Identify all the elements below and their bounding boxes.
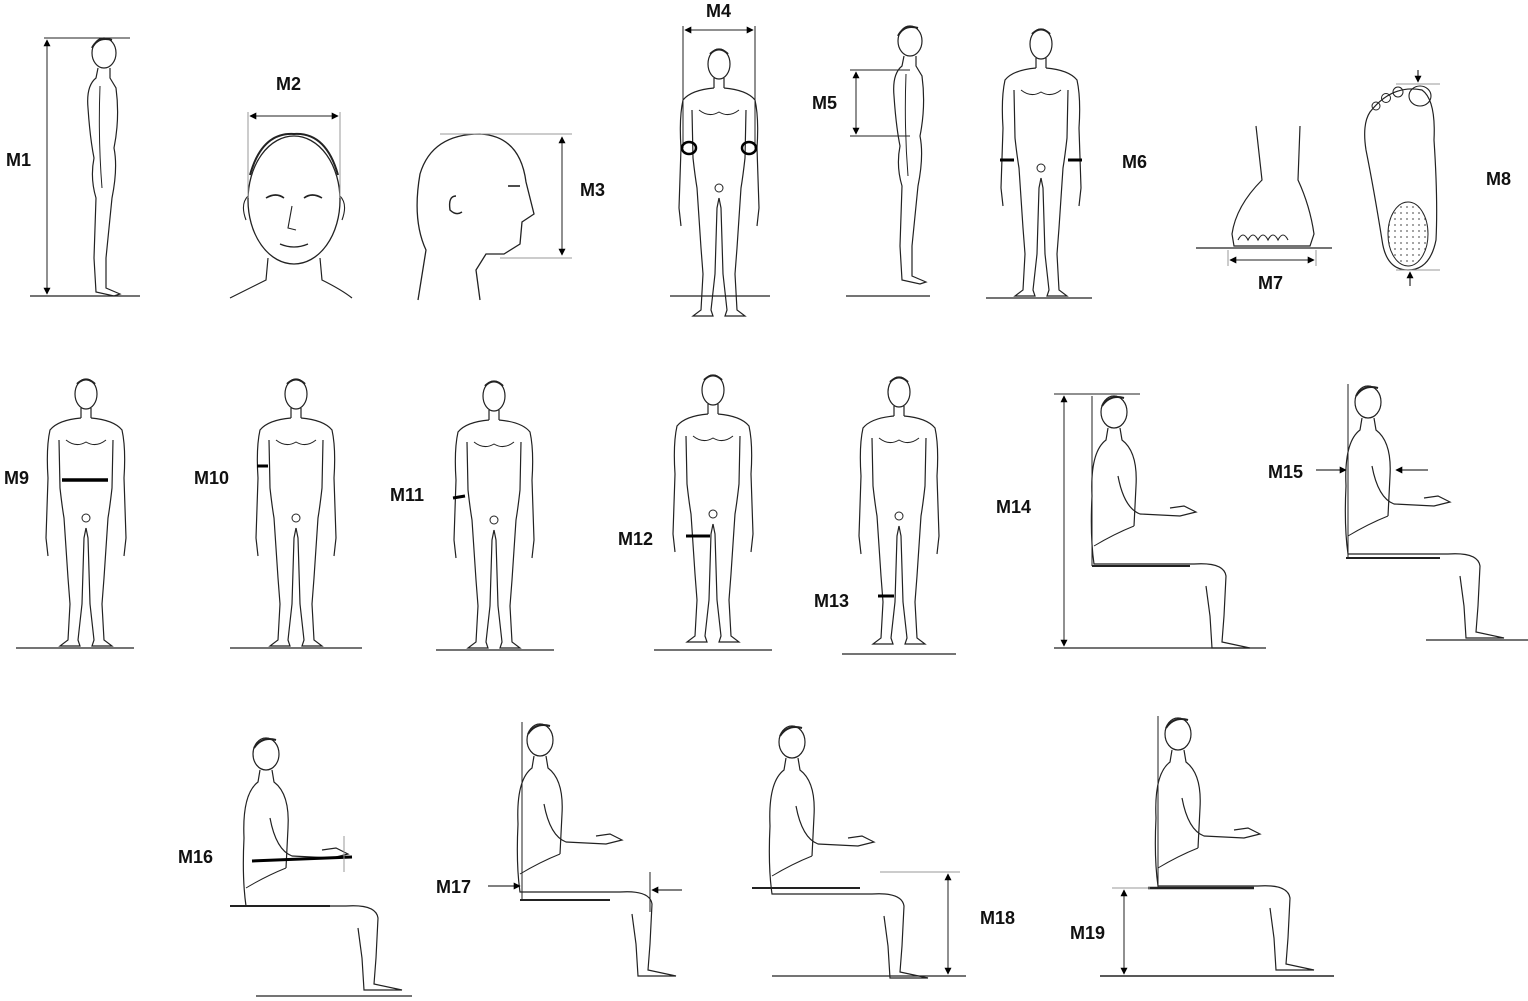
figure-m4-shoulder-breadth bbox=[670, 26, 770, 316]
label-m16: M16 bbox=[178, 848, 213, 866]
figure-m8-foot-length bbox=[1365, 70, 1440, 286]
figure-m7-foot-breadth bbox=[1196, 126, 1332, 266]
label-m8: M8 bbox=[1486, 170, 1511, 188]
label-m12: M12 bbox=[618, 530, 653, 548]
label-m15: M15 bbox=[1268, 463, 1303, 481]
figure-m16-elbow-grip bbox=[230, 738, 412, 996]
label-m17: M17 bbox=[436, 878, 471, 896]
label-m1: M1 bbox=[6, 151, 31, 169]
figure-m19-seat-height bbox=[1100, 716, 1334, 976]
figure-m6-wrist bbox=[986, 29, 1092, 298]
figure-m15-chest-depth-seated bbox=[1316, 384, 1528, 640]
label-m7: M7 bbox=[1258, 274, 1283, 292]
figure-m12-thigh bbox=[654, 375, 772, 650]
figure-m17-buttock-knee bbox=[488, 722, 682, 976]
figure-m10-upper-arm bbox=[230, 379, 362, 648]
label-m5: M5 bbox=[812, 94, 837, 112]
figure-m18-knee-height bbox=[752, 726, 966, 978]
label-m11: M11 bbox=[390, 486, 424, 504]
label-m14: M14 bbox=[996, 498, 1031, 516]
figure-m11-forearm bbox=[436, 381, 554, 650]
figure-m9-waist bbox=[16, 379, 134, 648]
label-m2: M2 bbox=[276, 75, 301, 93]
figure-m14-sitting-height bbox=[1054, 394, 1266, 648]
label-m10: M10 bbox=[194, 469, 229, 487]
figure-m3-head-length bbox=[417, 134, 572, 300]
label-m19: M19 bbox=[1070, 924, 1105, 942]
figure-m5-chest-depth bbox=[846, 26, 930, 296]
label-m4: M4 bbox=[706, 2, 731, 20]
figure-m1-stature bbox=[30, 38, 140, 296]
figure-m2-head-breadth bbox=[230, 112, 352, 298]
label-m9: M9 bbox=[4, 469, 29, 487]
label-m18: M18 bbox=[980, 909, 1015, 927]
label-m3: M3 bbox=[580, 181, 605, 199]
figure-m13-calf bbox=[842, 377, 956, 654]
label-m6: M6 bbox=[1122, 153, 1147, 171]
label-m13: M13 bbox=[814, 592, 849, 610]
